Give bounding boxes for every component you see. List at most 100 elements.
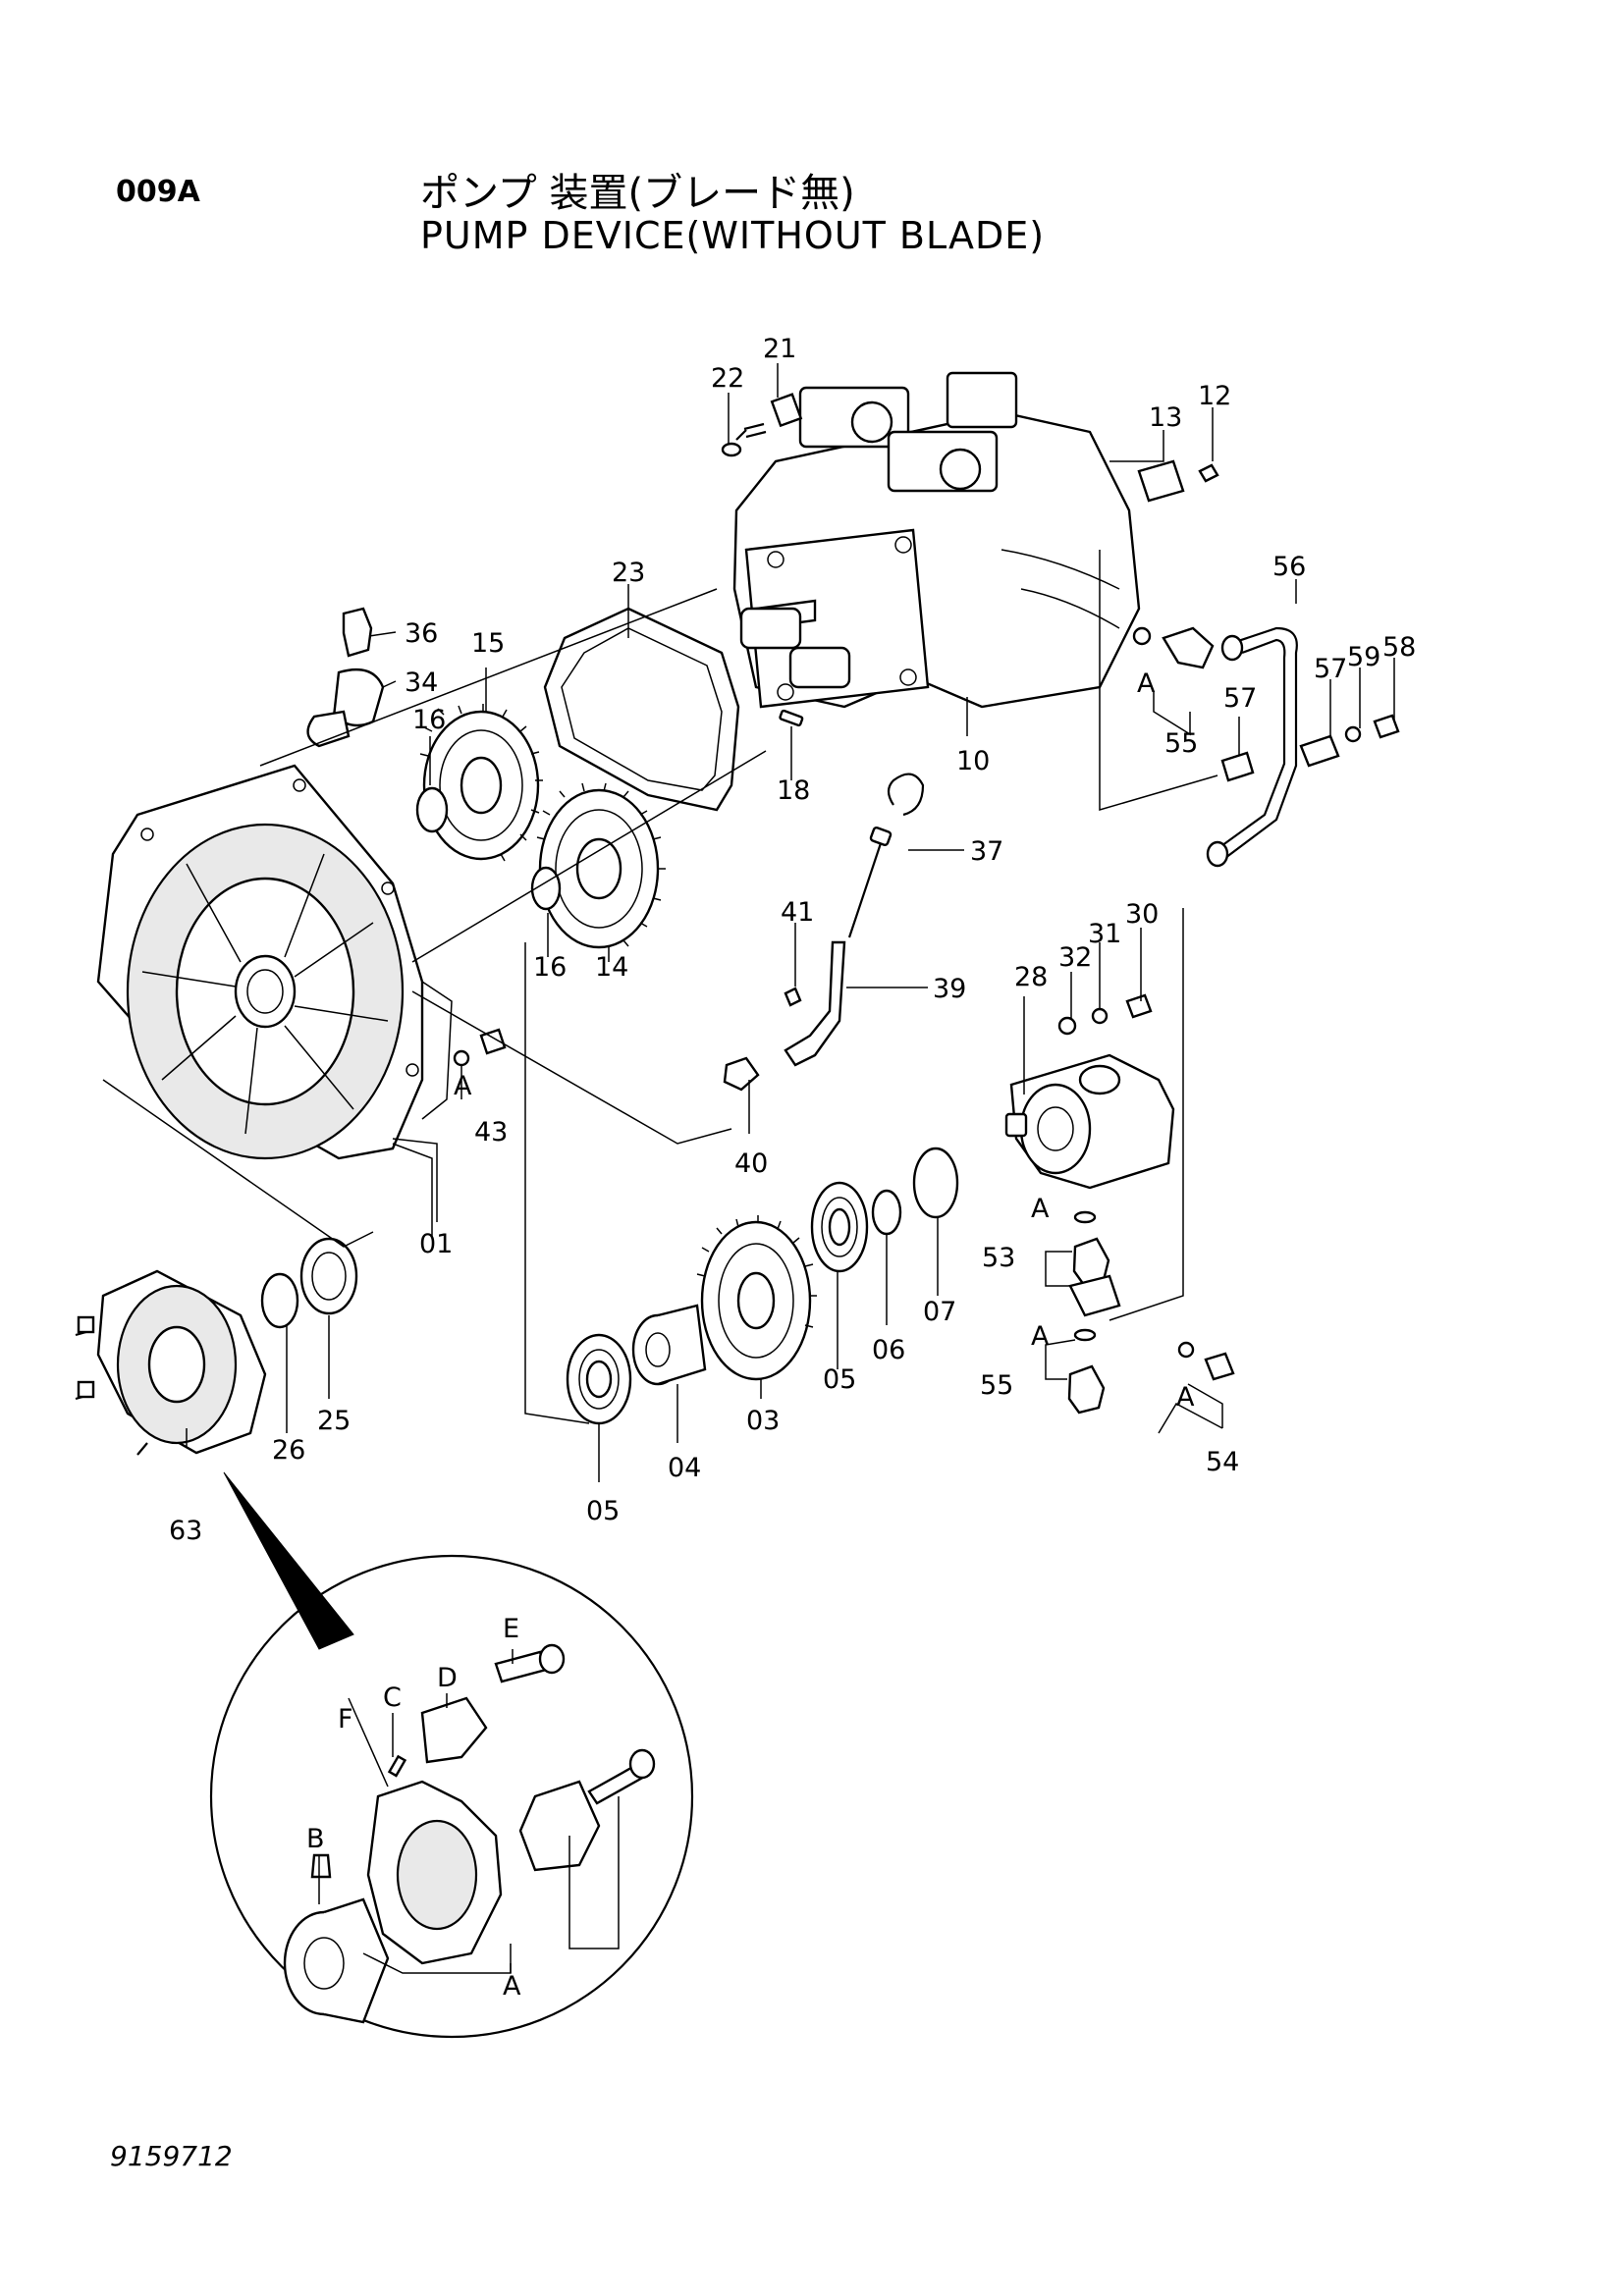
gear-14 <box>536 782 666 949</box>
flexible-coupling-63 <box>75 1269 267 1456</box>
leader-lines <box>102 363 1395 1974</box>
page-code: 009A <box>116 175 200 209</box>
oil-level-gauge <box>847 773 925 938</box>
callout-01: 01 <box>419 1229 453 1259</box>
gear-03 <box>696 1215 817 1381</box>
callout-03: 03 <box>746 1406 780 1436</box>
pin-c <box>387 1754 407 1778</box>
guide-pipe-bolt <box>784 987 802 1007</box>
bearing-05-lower <box>566 1333 632 1425</box>
elbow-fitting-55 <box>1067 1364 1106 1415</box>
elbow-adapter <box>306 710 351 748</box>
detail-label-a-53: A <box>1031 1194 1050 1224</box>
pump-mounting-bolt <box>735 393 803 441</box>
callout-14: 14 <box>595 952 628 983</box>
pump-gasket <box>543 607 740 812</box>
snap-ring-16-upper <box>415 786 449 833</box>
callout-53: 53 <box>982 1243 1015 1273</box>
bolt-e <box>494 1650 548 1683</box>
callout-15: 15 <box>471 628 505 659</box>
callout-57-lower: 57 <box>1223 683 1257 714</box>
clamp-bolt <box>1373 714 1400 739</box>
callout-59: 59 <box>1347 642 1380 672</box>
snap-ring-06 <box>871 1189 902 1236</box>
callout-26: 26 <box>272 1435 305 1466</box>
dipstick-guide-pipe <box>784 940 846 1067</box>
clamp-washer <box>1344 725 1362 743</box>
detail-label-d: D <box>437 1663 458 1693</box>
pipe-clamp-upper <box>1299 734 1340 768</box>
callout-57-upper: 57 <box>1314 654 1347 684</box>
cover-plate-screw <box>1198 463 1219 483</box>
page-title: PUMP DEVICE(WITHOUT BLADE) <box>420 214 1046 257</box>
callout-63: 63 <box>169 1516 202 1546</box>
callout-06: 06 <box>872 1335 905 1365</box>
callout-25: 25 <box>317 1406 351 1436</box>
page-title-japanese: ポンプ 装置(ブレード無) <box>420 171 855 216</box>
o-ring-55-upper <box>1132 626 1152 646</box>
drain-plug <box>342 607 373 658</box>
callout-54: 54 <box>1206 1447 1239 1477</box>
document-number: 9159712 <box>110 2140 233 2172</box>
oil-pipe <box>1217 626 1298 865</box>
callout-16-upper: 16 <box>412 705 446 735</box>
callout-18: 18 <box>777 775 810 806</box>
callout-23: 23 <box>612 558 645 588</box>
detail-label-a-55-lower: A <box>1031 1321 1050 1352</box>
callout-labels: 21 22 12 13 23 36 34 15 16 10 18 37 16 1… <box>169 334 1416 2002</box>
callout-05-lower: 05 <box>586 1496 620 1526</box>
oil-pipe-nut-upper <box>1220 634 1244 662</box>
oil-seal-25 <box>299 1237 358 1315</box>
gear-pump <box>1004 1053 1175 1190</box>
callout-55-lower: 55 <box>980 1370 1013 1401</box>
callout-39: 39 <box>933 974 966 1004</box>
pipe-clamp-lower <box>1220 751 1255 782</box>
callout-28: 28 <box>1014 962 1048 992</box>
detail-label-a-43: A <box>454 1071 472 1101</box>
bearing-05-upper <box>810 1181 869 1273</box>
callout-37: 37 <box>970 836 1003 867</box>
o-ring-53 <box>1073 1210 1097 1224</box>
callout-16-lower: 16 <box>533 952 567 983</box>
set-screw-b <box>310 1853 332 1879</box>
callout-21: 21 <box>763 334 796 364</box>
detail-label-c: C <box>383 1682 402 1713</box>
callout-32: 32 <box>1058 942 1092 973</box>
detail-label-e: E <box>503 1614 519 1644</box>
callout-13: 13 <box>1149 402 1182 433</box>
flywheel-housing <box>96 764 453 1160</box>
callout-22: 22 <box>711 363 744 394</box>
detail-label-a-54: A <box>1176 1382 1195 1413</box>
detail-label-a-coupling: A <box>503 1971 521 2002</box>
plug-43 <box>479 1028 507 1055</box>
callout-04: 04 <box>668 1453 701 1483</box>
callout-31: 31 <box>1088 919 1121 949</box>
snap-ring-26 <box>260 1272 299 1329</box>
pump-bolt-washer <box>721 442 742 457</box>
callout-56: 56 <box>1272 552 1306 582</box>
o-ring-43 <box>453 1049 470 1067</box>
callout-30: 30 <box>1125 899 1159 930</box>
callout-07: 07 <box>923 1297 956 1327</box>
tee-fitting <box>1068 1274 1121 1317</box>
gear-15 <box>419 704 543 862</box>
callout-41: 41 <box>781 897 814 928</box>
o-ring-54 <box>1177 1341 1195 1359</box>
detail-label-a-55-upper: A <box>1137 668 1156 699</box>
cover-plate <box>1137 459 1185 503</box>
callout-10: 10 <box>956 746 990 776</box>
callout-40: 40 <box>734 1148 768 1179</box>
detail-label-b: B <box>306 1824 325 1854</box>
detail-pointer <box>223 1471 354 1650</box>
hydraulic-pump-assembly <box>732 371 1141 709</box>
gear-pump-washer <box>1057 1016 1077 1036</box>
callout-55-upper: 55 <box>1164 728 1198 759</box>
callout-12: 12 <box>1198 381 1231 411</box>
guide-pipe-gasket <box>723 1056 760 1092</box>
o-ring-55 <box>1073 1328 1097 1342</box>
dowel-pin <box>779 709 804 727</box>
gear-pump-bolt <box>1125 993 1153 1019</box>
detail-label-f: F <box>338 1704 353 1735</box>
plug-54 <box>1204 1352 1235 1381</box>
